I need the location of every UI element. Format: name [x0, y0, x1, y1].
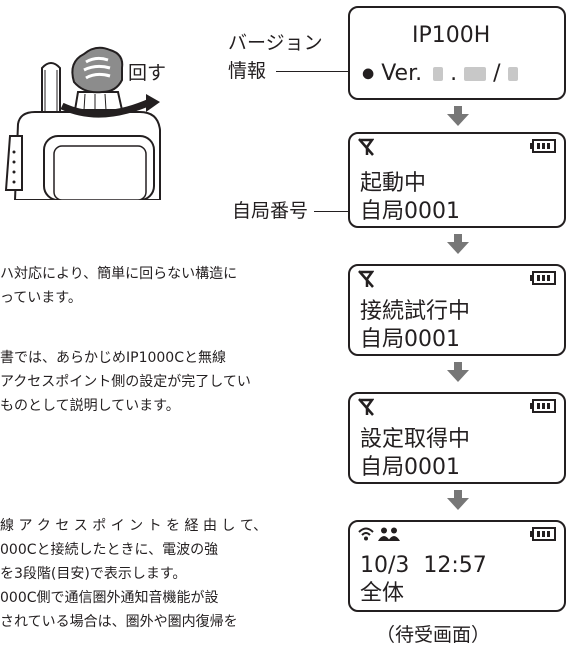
station-number-label: 自局番号	[232, 200, 309, 222]
group-talk-icon	[378, 527, 400, 541]
version-screen: IP100H ● Ver. . /	[348, 6, 566, 100]
text-line: されている場合は、圏外や圏内復帰を	[0, 614, 238, 630]
standby-caption: （待受画面）	[376, 624, 491, 646]
standby-screen: 10/3 12:57 全体	[348, 520, 566, 612]
no-signal-icon	[358, 138, 374, 156]
battery-icon	[530, 271, 556, 285]
text-line: 000Cと接続したときに、電波の強	[0, 542, 219, 558]
battery-icon	[530, 139, 556, 153]
status-line: 起動中	[360, 171, 427, 196]
paragraph-3: 線 ア ク セ ス ポ イ ン ト を 経 由 し て、 000Cと接続したとき…	[0, 514, 267, 634]
version-line: ● Ver. . /	[362, 60, 518, 88]
version-info-label-2: 情報	[228, 60, 267, 82]
text-line: 000C側で通信圏外通知音機能が設	[0, 590, 219, 606]
text-line: ハ対応により、簡単に回らない構造に	[0, 266, 238, 282]
battery-icon	[530, 527, 556, 541]
no-signal-icon	[358, 398, 374, 416]
paragraph-1: ハ対応により、簡単に回らない構造に っています。	[0, 262, 237, 310]
text-line: 書では、あらかじめIP1000Cと無線	[0, 350, 226, 366]
text-line: 線 ア ク セ ス ポ イ ン ト を 経 由 し て、	[0, 518, 268, 534]
settings-screen: 設定取得中 自局0001	[348, 392, 566, 484]
no-signal-icon	[358, 270, 374, 288]
version-leader-line	[276, 71, 360, 72]
station-line: 自局0001	[360, 455, 460, 480]
text-line: っています。	[0, 290, 82, 306]
model-name: IP100H	[412, 23, 491, 48]
text-line: を3段階(目安)で表示します。	[0, 566, 187, 582]
battery-icon	[530, 399, 556, 413]
text-line: アクセスポイント側の設定が完了してい	[0, 374, 251, 390]
group-line: 全体	[360, 581, 405, 606]
paragraph-2: 書では、あらかじめIP1000Cと無線 アクセスポイント側の設定が完了してい も…	[0, 346, 251, 418]
down-arrow-icon	[447, 490, 469, 510]
text-line: ものとして説明しています。	[0, 398, 180, 414]
connecting-screen: 接続試行中 自局0001	[348, 264, 566, 356]
down-arrow-icon	[447, 106, 469, 126]
turn-label: 回す	[128, 62, 167, 84]
down-arrow-icon	[447, 234, 469, 254]
status-line: 接続試行中	[360, 299, 471, 324]
station-line: 自局0001	[360, 199, 460, 224]
station-line: 自局0001	[360, 327, 460, 352]
station-leader-line	[314, 211, 360, 212]
hand-turning-icon	[71, 46, 124, 94]
down-arrow-icon	[447, 362, 469, 382]
datetime-line: 10/3 12:57	[360, 553, 487, 578]
wifi-signal-icon	[358, 527, 374, 541]
startup-screen: 起動中 自局0001	[348, 132, 566, 228]
status-line: 設定取得中	[360, 427, 471, 452]
version-info-label-1: バージョン	[228, 32, 323, 54]
radio-device-illustration	[4, 62, 161, 200]
